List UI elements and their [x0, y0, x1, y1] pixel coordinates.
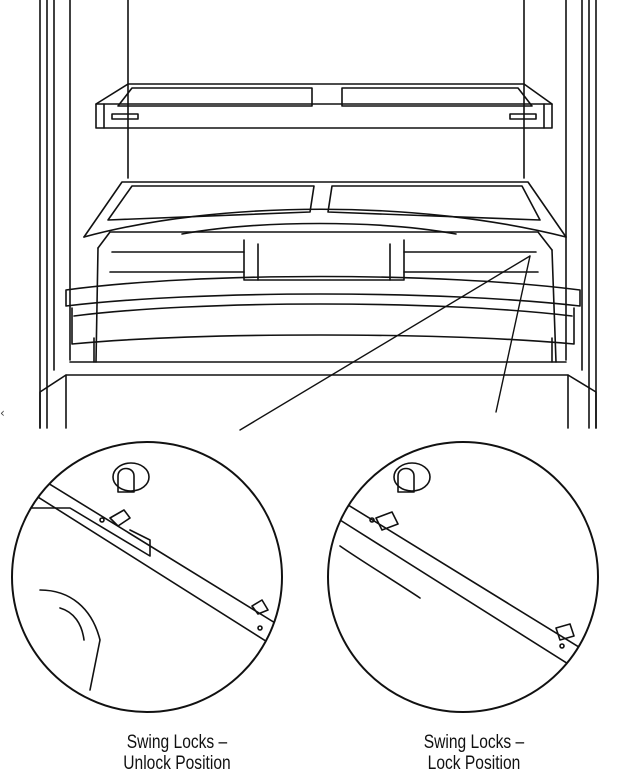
- swing-lock-lower: [251, 599, 269, 615]
- refrigerator-cabinet: [39, 0, 597, 429]
- callout-lock-position: [327, 441, 599, 713]
- upper-shelf: [95, 83, 553, 129]
- swing-lock-lower: [555, 623, 575, 641]
- callout-unlock-position: [11, 441, 283, 713]
- caption-lock-line1: Swing Locks –: [423, 732, 525, 753]
- caption-unlock-line1: Swing Locks –: [126, 732, 228, 753]
- caption-lock-position: Swing Locks – Lock Position: [392, 732, 556, 774]
- caption-lock-line2: Lock Position: [427, 753, 521, 774]
- caption-unlock-position: Swing Locks – Unlock Position: [95, 732, 259, 774]
- drawer-assembly: [65, 181, 581, 363]
- swing-lock-upper: [109, 509, 131, 527]
- callout-leader-lines: [239, 255, 531, 431]
- swing-lock-upper: [375, 511, 399, 531]
- caption-unlock-line2: Unlock Position: [123, 753, 231, 774]
- stray-mark: ‹: [0, 406, 5, 420]
